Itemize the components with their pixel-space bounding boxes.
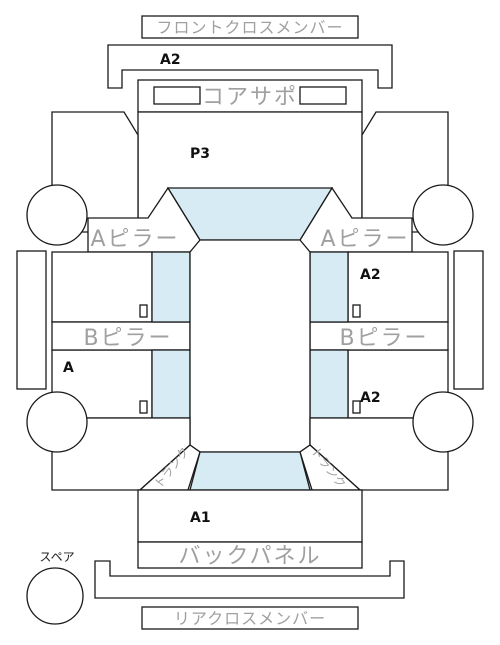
right-rear-handle xyxy=(352,400,361,414)
left-b-pillar[interactable] xyxy=(51,321,191,351)
left-headlight[interactable] xyxy=(153,86,201,105)
core-support-label: コアサポ xyxy=(202,85,298,110)
right-rear-wheel[interactable] xyxy=(412,391,474,453)
left-rear-wheel[interactable] xyxy=(26,391,88,453)
rear-windshield[interactable] xyxy=(189,451,311,491)
right-front-handle xyxy=(352,304,361,318)
code-front-member: A2 xyxy=(160,52,181,68)
rear-bumper-member[interactable] xyxy=(94,560,405,599)
code-right-rear-door: A2 xyxy=(360,390,381,406)
right-b-pillar-label: Bピラー xyxy=(339,326,428,351)
left-front-wheel[interactable] xyxy=(26,184,88,246)
right-front-door[interactable] xyxy=(347,251,449,323)
left-front-window[interactable] xyxy=(151,251,191,323)
code-left-rear-door: A xyxy=(63,360,74,376)
rear-cross-member-label: リアクロスメンバー xyxy=(174,609,326,628)
roof[interactable] xyxy=(189,239,311,453)
right-rear-window[interactable] xyxy=(309,349,349,419)
front-cross-member-box[interactable] xyxy=(141,15,359,39)
right-front-wheel[interactable] xyxy=(412,184,474,246)
code-right-front-door: A2 xyxy=(360,267,381,283)
left-b-pillar-label: Bピラー xyxy=(83,326,172,351)
spare-label: スペア xyxy=(39,550,74,564)
trunk-lid[interactable] xyxy=(137,489,363,543)
right-front-window[interactable] xyxy=(309,251,349,323)
left-front-handle xyxy=(139,304,148,318)
code-trunk: A1 xyxy=(190,510,211,526)
left-front-door[interactable] xyxy=(51,251,153,323)
left-a-pillar-label: Aピラー xyxy=(90,227,179,252)
right-headlight[interactable] xyxy=(299,86,347,105)
left-side-sill[interactable] xyxy=(16,250,47,390)
back-panel[interactable] xyxy=(137,541,363,569)
code-hood: P3 xyxy=(190,146,210,162)
rear-cross-member-box[interactable] xyxy=(141,606,359,630)
back-panel-label: バックパネル xyxy=(179,544,322,569)
right-side-sill[interactable] xyxy=(453,250,484,390)
spare-wheel[interactable] xyxy=(26,567,84,625)
front-bumper-member[interactable] xyxy=(107,44,393,89)
right-a-pillar-label: Aピラー xyxy=(320,227,409,252)
front-cross-member-label: フロントクロスメンバー xyxy=(156,18,343,37)
left-rear-handle xyxy=(139,400,148,414)
left-rear-window[interactable] xyxy=(151,349,191,419)
